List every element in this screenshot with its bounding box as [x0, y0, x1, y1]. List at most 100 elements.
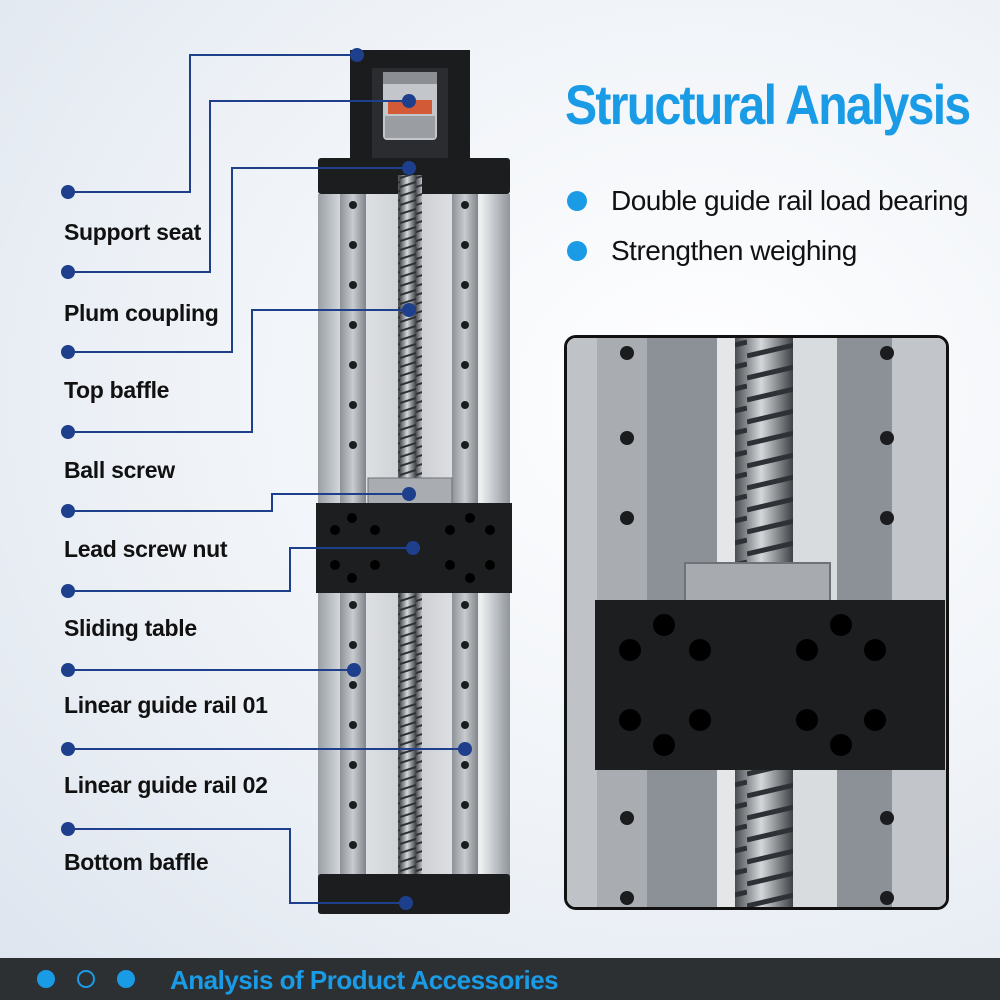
feature-text: Double guide rail load bearing — [611, 185, 969, 216]
feature-item: Strengthen weighing — [567, 226, 968, 276]
bolt-hole — [349, 401, 357, 409]
bullet-icon — [567, 191, 587, 211]
callout-dot — [61, 185, 75, 199]
label-bottom-baffle: Bottom baffle — [64, 849, 209, 875]
callout-dot — [61, 425, 75, 439]
pager-dot-icon — [37, 970, 55, 988]
callout-dot — [402, 161, 416, 175]
bolt-hole — [349, 601, 357, 609]
bolt-hole — [461, 721, 469, 729]
bolt-hole — [349, 721, 357, 729]
callout-dot — [402, 487, 416, 501]
pager-dot-icon — [117, 970, 135, 988]
mount-hole — [445, 525, 455, 535]
callout-dot — [350, 48, 364, 62]
bolt-hole — [461, 681, 469, 689]
mount-hole — [465, 573, 475, 583]
bolt-hole — [349, 201, 357, 209]
bolt-hole — [620, 811, 634, 825]
bolt-hole — [461, 801, 469, 809]
leader-line — [68, 493, 409, 512]
bolt-hole — [461, 241, 469, 249]
callout-dot — [61, 584, 75, 598]
mount-hole — [830, 734, 852, 756]
bolt-hole — [349, 361, 357, 369]
callout-lines — [68, 54, 465, 904]
bolt-hole — [461, 401, 469, 409]
label-linear-guide-rail-01: Linear guide rail 01 — [64, 692, 268, 718]
mount-hole — [370, 525, 380, 535]
leader-line — [68, 100, 409, 273]
mount-hole — [689, 709, 711, 731]
bolt-hole — [349, 441, 357, 449]
detail-zoom-image — [564, 335, 949, 910]
mount-hole — [347, 513, 357, 523]
bolt-hole — [620, 511, 634, 525]
bolt-hole — [461, 601, 469, 609]
label-ball-screw: Ball screw — [64, 457, 175, 483]
bolt-hole — [461, 361, 469, 369]
bolt-hole — [349, 841, 357, 849]
bullet-icon — [567, 241, 587, 261]
mount-hole — [653, 734, 675, 756]
bolt-hole — [349, 241, 357, 249]
leader-line — [68, 828, 406, 904]
mount-hole — [347, 573, 357, 583]
detail-zoom-graphic — [567, 338, 946, 907]
pager-dot-outline-icon — [77, 970, 95, 988]
bolt-hole — [461, 761, 469, 769]
bolt-hole — [880, 346, 894, 360]
callout-dot — [406, 541, 420, 555]
feature-list: Double guide rail load bearing Strengthe… — [567, 176, 969, 276]
bolt-hole — [880, 811, 894, 825]
footer-text: Analysis of Product Accessories — [170, 965, 559, 995]
mount-hole — [370, 560, 380, 570]
callout-dot — [61, 663, 75, 677]
bolt-hole — [620, 346, 634, 360]
callout-dot — [61, 822, 75, 836]
bolt-hole — [880, 511, 894, 525]
callout-dot — [458, 742, 472, 756]
mount-hole — [830, 614, 852, 636]
mount-hole — [445, 560, 455, 570]
mount-hole — [619, 709, 641, 731]
label-lead-screw-nut: Lead screw nut — [64, 536, 228, 562]
leader-line — [68, 309, 409, 433]
feature-item: Double guide rail load bearing — [567, 176, 969, 226]
bolt-hole — [620, 431, 634, 445]
part-labels: Support seat Plum coupling Top baffle Ba… — [0, 0, 300, 1000]
mount-hole — [465, 513, 475, 523]
bolt-hole — [349, 321, 357, 329]
bolt-hole — [880, 891, 894, 905]
mount-hole — [689, 639, 711, 661]
bolt-hole — [461, 441, 469, 449]
callout-dot — [61, 345, 75, 359]
callout-dot — [347, 663, 361, 677]
mount-hole — [330, 525, 340, 535]
bolt-hole — [880, 431, 894, 445]
callout-dots — [61, 48, 472, 910]
label-support-seat: Support seat — [64, 219, 201, 245]
label-sliding-table: Sliding table — [64, 615, 197, 641]
bolt-hole — [461, 281, 469, 289]
bolt-hole — [349, 801, 357, 809]
callout-dot — [61, 742, 75, 756]
bottom-baffle — [318, 874, 510, 914]
mount-hole — [653, 614, 675, 636]
bolt-hole — [461, 201, 469, 209]
bolt-hole — [620, 891, 634, 905]
mount-hole — [619, 639, 641, 661]
label-top-baffle: Top baffle — [64, 377, 170, 403]
callout-dot — [402, 303, 416, 317]
mount-hole — [330, 560, 340, 570]
bolt-hole — [349, 281, 357, 289]
bolt-hole — [461, 841, 469, 849]
plum-coupling — [383, 72, 437, 140]
page-title: Structural Analysis — [565, 73, 971, 136]
rail-bolt-holes — [349, 201, 469, 849]
bolt-hole — [461, 321, 469, 329]
callout-dot — [61, 504, 75, 518]
callout-dot — [61, 265, 75, 279]
mount-hole — [864, 639, 886, 661]
bolt-hole — [461, 641, 469, 649]
